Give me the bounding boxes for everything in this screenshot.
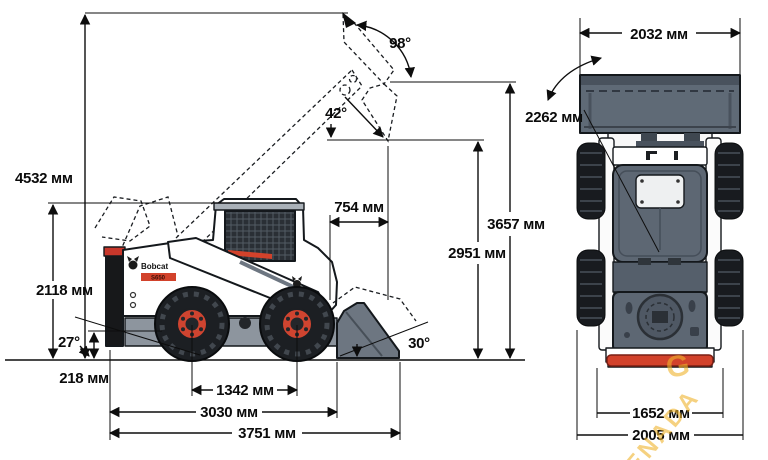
dim-dump-height: 2951 мм — [327, 139, 506, 360]
bucket-bracket — [641, 133, 657, 142]
dim-bucket-opening-angle: 98° — [355, 20, 415, 79]
bucket-inner-edge — [345, 311, 383, 357]
watermark-letter: G — [663, 348, 692, 385]
brand-badge: Bobcat S650 — [127, 256, 176, 282]
front-crossbar — [612, 146, 708, 166]
dim-wheel-track: 1652 мм — [596, 368, 724, 422]
rear-door-red-cap — [103, 246, 126, 257]
dim-dump-angle: 42° — [325, 96, 384, 139]
cab-roof-strip — [213, 202, 305, 211]
wheelbase-label: 1342 мм — [216, 382, 274, 399]
crossbar-bracket — [646, 151, 650, 160]
top-view — [576, 74, 744, 368]
rollback-angle-label: 30° — [408, 335, 430, 352]
ground-clearance-label: 218 мм — [59, 370, 109, 387]
dim-overall-width: 2005 мм — [576, 330, 744, 444]
ground-bucket — [336, 302, 400, 359]
dim-length-without-bucket: 3030 мм — [108, 350, 339, 440]
dim-departure-angle: 27° — [58, 316, 201, 357]
wheel-rear-left — [576, 249, 606, 327]
bucket-width-label: 2032 мм — [630, 26, 688, 43]
vent-dot — [129, 301, 137, 309]
rear-bumper — [606, 354, 714, 367]
dim-clearance-circle: 2262 мм — [525, 55, 660, 253]
model-label: S650 — [151, 276, 166, 282]
dim-overall-height: 4532 мм — [15, 12, 348, 360]
length-without-bucket-label: 3030 мм — [200, 404, 258, 421]
brand-label: Bobcat — [141, 262, 168, 271]
top-view-bucket — [579, 74, 741, 147]
bucket-bracket — [684, 133, 700, 142]
overall-length-label: 3751 мм — [238, 425, 296, 442]
crossbar-bracket — [646, 151, 657, 154]
side-view-dimensions: 4532 мм 2118 мм 27° 218 мм 1342 мм — [15, 12, 545, 442]
dump-angle-label: 42° — [325, 105, 347, 122]
bucket-opening-angle-label: 98° — [389, 35, 411, 52]
reach-label: 754 мм — [334, 199, 384, 216]
axle-detail — [239, 317, 251, 329]
deck-hinge — [638, 258, 651, 265]
wheel-rear-right — [714, 249, 744, 327]
wheel-front-right — [714, 142, 744, 220]
dim-overall-length: 3751 мм — [108, 362, 402, 442]
wheel-front-left — [576, 142, 606, 220]
side-view: Bobcat S650 — [5, 12, 525, 362]
lift-cylinder — [239, 260, 301, 292]
dim-rollback-angle: 30° — [339, 321, 430, 358]
bucket-top-corner — [342, 12, 356, 28]
dump-height-label: 2951 мм — [448, 245, 506, 262]
dim-bucket-width: 2032 мм — [578, 18, 742, 74]
vent-dot — [129, 291, 137, 299]
red-stripe — [228, 250, 272, 259]
departure-angle-label: 27° — [58, 334, 80, 351]
model-plate — [141, 273, 176, 281]
bucket-crossbar — [636, 141, 704, 147]
bobcat-head-icon — [292, 276, 302, 288]
crossbar-bracket — [674, 151, 678, 160]
overall-width-label: 2005 мм — [632, 427, 690, 444]
engine-deck — [612, 291, 708, 353]
hinge-pin-height-label: 3657 мм — [487, 216, 545, 233]
dim-cab-height: 2118 мм — [36, 202, 230, 360]
dim-reach: 754 мм — [328, 146, 390, 300]
dim-ground-clearance: 218 мм — [59, 330, 162, 387]
rollback-bucket-outline — [332, 286, 417, 322]
cab-height-label: 2118 мм — [36, 282, 93, 299]
cab-roof — [612, 164, 708, 263]
bobcat-head-icon — [127, 256, 139, 270]
top-view-wheels — [576, 142, 744, 327]
dim-hinge-pin-height: 3657 мм — [390, 81, 545, 360]
top-view-dimensions: 2032 мм 2262 мм 1652 мм 2005 мм — [525, 18, 744, 444]
deck-hinge — [668, 258, 681, 265]
wheel-track-label: 1652 мм — [632, 405, 690, 422]
dim-wheelbase: 1342 мм — [190, 325, 299, 399]
overall-height-label: 4532 мм — [15, 170, 73, 187]
clearance-circle-label: 2262 мм — [525, 109, 583, 126]
mid-deck — [612, 261, 708, 293]
rear-door — [105, 253, 124, 347]
